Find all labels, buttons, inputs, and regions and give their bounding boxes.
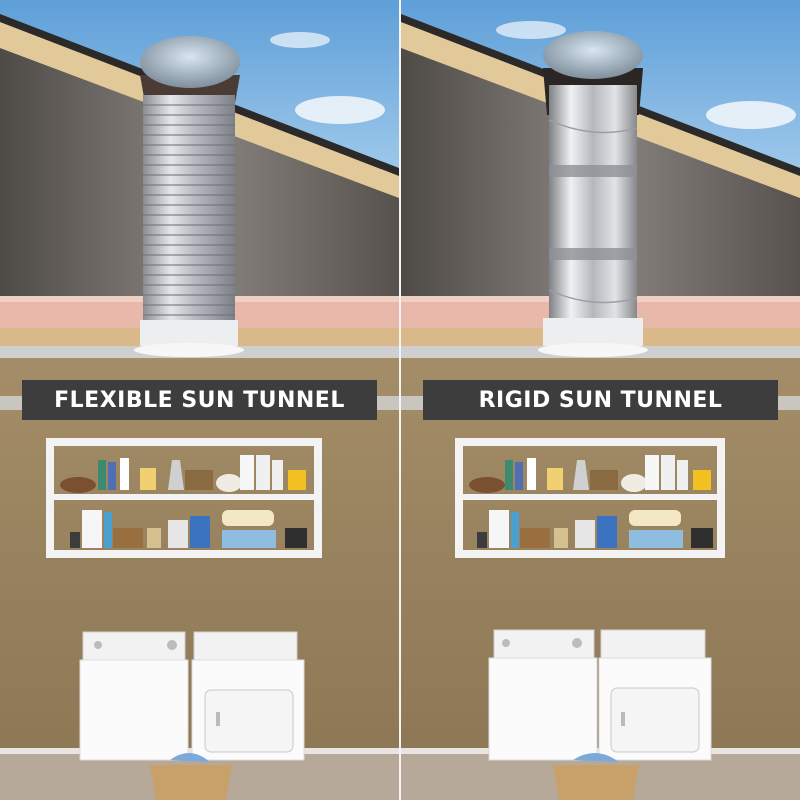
flexible-scene-image <box>0 0 399 800</box>
panel-divider <box>399 0 401 800</box>
flexible-panel: FLEXIBLE SUN TUNNEL <box>0 0 399 800</box>
flexible-tunnel-label: FLEXIBLE SUN TUNNEL <box>22 380 377 420</box>
rigid-tunnel-label: RIGID SUN TUNNEL <box>423 380 778 420</box>
rigid-scene-image <box>401 0 800 800</box>
rigid-panel: RIGID SUN TUNNEL <box>401 0 800 800</box>
